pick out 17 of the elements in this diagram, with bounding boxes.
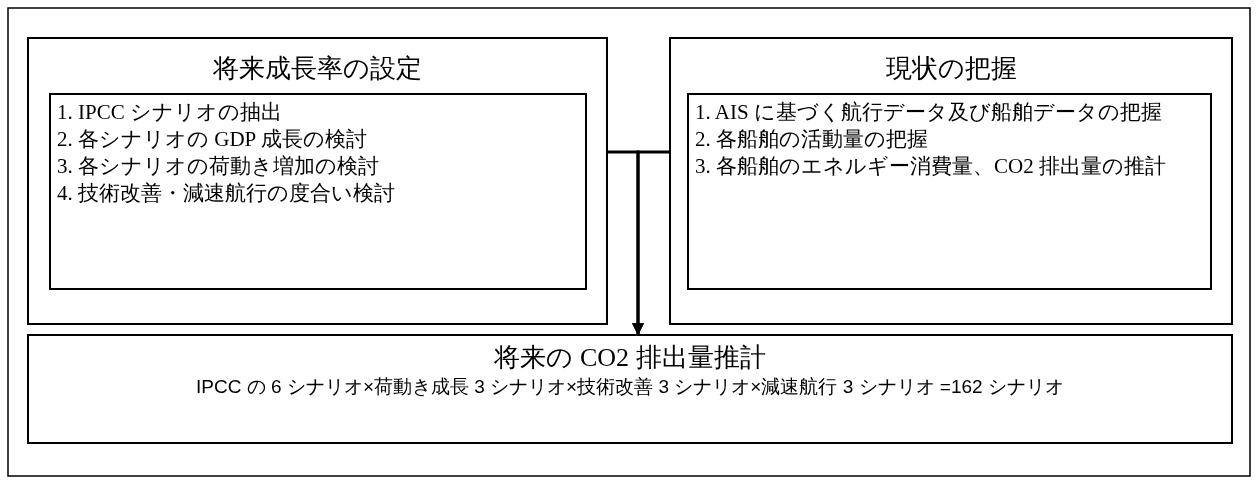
box-description: IPCC の 6 シナリオ×荷動き成長 3 シナリオ×技術改善 3 シナリオ×減速航行 3 シナリオ =162 シナリオ (195, 375, 1065, 399)
list-item: 2. 各シナリオの GDP 成長の検討 (57, 126, 368, 153)
process-box (27, 37, 608, 325)
list-item: 1. IPCC シナリオの抽出 (57, 99, 283, 126)
list-box (49, 93, 587, 290)
process-box (27, 334, 1233, 444)
list-item: 2. 各船舶の活動量の把握 (695, 126, 929, 153)
list-item: 1. AIS に基づく航行データ及び船舶データの把握 (695, 99, 1163, 126)
list-box (687, 93, 1212, 290)
process-box (669, 37, 1233, 325)
list-item: 3. 各船舶のエネルギー消費量、CO2 排出量の推計 (695, 153, 1167, 180)
box-heading: 将来の CO2 排出量推計 (493, 342, 767, 374)
list-item: 3. 各シナリオの荷動き増加の検討 (57, 153, 380, 180)
connector-arrow (632, 150, 669, 336)
list-item: 4. 技術改善・減速航行の度合い検討 (57, 180, 396, 207)
box-heading: 現状の把握 (884, 53, 1018, 85)
box-heading: 将来成長率の設定 (212, 53, 423, 85)
